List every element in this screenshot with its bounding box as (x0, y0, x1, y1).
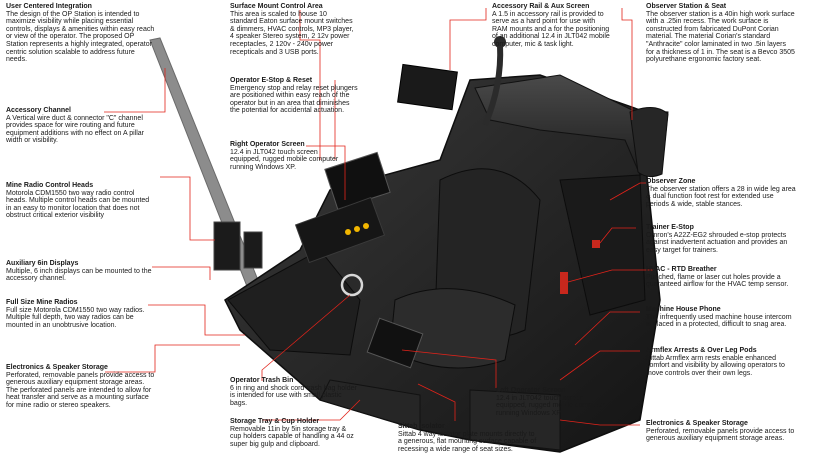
annotation-body: Emergency stop and relay reset plungers … (230, 84, 358, 115)
annotation-trainer-estop: Trainer E-Stop Omron's A22Z-EG2 shrouded… (646, 224, 796, 254)
annotation-title: Accessory Channel (6, 107, 71, 114)
annotation-body: 12.4 in JLT042 touch screen equipped, ru… (496, 394, 605, 417)
annotation-title: Surface Mount Control Area (230, 3, 323, 10)
annotation-body: Perforated, removable panels provide acc… (6, 371, 155, 409)
annotation-aux-displays: Auxiliary 6in Displays Multiple, 6 inch … (6, 260, 156, 283)
annotation-title: Trainer E-Stop (646, 224, 694, 231)
trainer-estop-shape (592, 240, 600, 248)
annotation-title: Sittab Isolator (398, 423, 445, 430)
annotation-user-centered: User Centered Integration The design of … (6, 3, 156, 64)
annotation-title: Armflex Arrests & Over Leg Pods (646, 347, 757, 354)
annotation-title: Electronics & Speaker Storage (646, 420, 748, 427)
annotation-body: Punched, flame or laser cut holes provid… (646, 273, 789, 289)
annotation-surface-mount: Surface Mount Control Area This area is … (230, 3, 356, 56)
annotation-left-screen: Left Operator Screen 12.4 in JLT042 touc… (496, 387, 614, 417)
yellow-button (354, 226, 360, 232)
annotation-title: User Centered Integration (6, 3, 92, 10)
annotation-armflex: Armflex Arrests & Over Leg Pods Sittab A… (646, 347, 796, 377)
annotation-title: Operator Trash Bin (230, 377, 294, 384)
annotation-body: The infrequently used machine house inte… (646, 313, 792, 329)
left-console-panel (294, 196, 386, 264)
yellow-button (345, 229, 351, 235)
annotation-body: Removable 11in by 5in storage tray & cup… (230, 425, 354, 448)
annotation-title: Right Operator Screen (230, 141, 305, 148)
accessory-rail (482, 44, 504, 127)
annotation-accessory-rail: Accessory Rail & Aux Screen A 1.5 in acc… (492, 3, 610, 49)
perforated-panel (319, 379, 421, 431)
annotation-title: Machine House Phone (646, 306, 721, 313)
annotation-electronics-left: Electronics & Speaker Storage Perforated… (6, 364, 156, 410)
annotation-storage-tray: Storage Tray & Cup Holder Removable 11in… (230, 418, 358, 448)
annotation-title: Auxiliary 6in Displays (6, 260, 79, 267)
annotation-sittab-isolator: Sittab Isolator Sittab 4 way isolator pl… (398, 423, 538, 453)
left-console (227, 249, 361, 356)
rail-cap (494, 36, 506, 48)
annotation-title: Storage Tray & Cup Holder (230, 418, 320, 425)
annotation-title: Electronics & Speaker Storage (6, 364, 108, 371)
annotation-title: Observer Zone (646, 178, 696, 185)
annotation-hvac: HVAC - RTD Breather Punched, flame or la… (646, 266, 796, 289)
radio-head-shape (243, 231, 263, 269)
annotation-mine-radio-heads: Mine Radio Control Heads Motorola CDM155… (6, 182, 156, 220)
annotation-body: A 1.5 in accessory rail is provided to s… (492, 10, 610, 48)
trash-bin-ring (340, 273, 364, 297)
annotation-trash-bin: Operator Trash Bin 6 in ring and shock c… (230, 377, 358, 407)
annotation-full-size-radios: Full Size Mine Radios Full size Motorola… (6, 299, 150, 329)
annotation-accessory-channel: Accessory Channel A Vertical wire duct &… (6, 107, 158, 145)
left-screen-shape (366, 317, 424, 369)
radio-head-shape (213, 221, 241, 271)
annotation-title: Left Operator Screen (496, 387, 566, 394)
annotation-machine-phone: Machine House Phone The infrequently use… (646, 306, 796, 329)
annotation-body: Multiple, 6 inch displays can be mounted… (6, 267, 152, 283)
annotation-operator-estop: Operator E-Stop & Reset Emergency stop a… (230, 77, 358, 115)
annotation-right-screen: Right Operator Screen 12.4 in JLT042 tou… (230, 141, 348, 171)
yellow-button (363, 223, 369, 229)
annotation-body: The observer station is a 40in high work… (646, 10, 795, 64)
observer-zone-panel (559, 174, 646, 316)
hvac-breather-shape (560, 272, 568, 294)
annotation-electronics-right: Electronics & Speaker Storage Perforated… (646, 420, 796, 443)
annotation-title: Full Size Mine Radios (6, 299, 78, 306)
annotation-observer-zone: Observer Zone The observer station offer… (646, 178, 796, 208)
leader-lines (104, 8, 654, 426)
annotation-title: Observer Station & Seat (646, 3, 727, 10)
annotation-observer-station: Observer Station & Seat The observer sta… (646, 3, 796, 64)
annotation-body: Full size Motorola CDM1550 two way radio… (6, 306, 145, 329)
annotation-body: The observer station offers a 28 in wide… (646, 185, 796, 208)
seat-cushion (389, 288, 516, 369)
annotation-title: Operator E-Stop & Reset (230, 77, 313, 84)
annotation-body: Sittab Armflex arm rests enable enhanced… (646, 354, 785, 377)
observer-seat (629, 107, 669, 178)
annotation-body: Omron's A22Z-EG2 shrouded e-stop protect… (646, 231, 788, 254)
annotation-body: The design of the OP Station is intended… (6, 10, 155, 64)
annotation-body: Sittab 4 way isolator plate mounts direc… (398, 430, 537, 453)
annotation-body: This area is scaled to house 10 standard… (230, 10, 354, 56)
annotation-title: Mine Radio Control Heads (6, 182, 94, 189)
annotation-title: Accessory Rail & Aux Screen (492, 3, 590, 10)
annotation-body: A Vertical wire duct & connector "C" cha… (6, 114, 145, 145)
annotation-body: 6 in ring and shock cord trash bag holde… (230, 384, 357, 407)
aux-screen-shape (397, 63, 458, 111)
perforated-panel (469, 389, 561, 451)
annotation-body: 12.4 in JLT042 touch screen equipped, ru… (230, 148, 339, 171)
annotation-body: Motorola CDM1550 two way radio control h… (6, 189, 150, 220)
annotation-title: HVAC - RTD Breather (646, 266, 717, 273)
annotation-body: Perforated, removable panels provide acc… (646, 427, 795, 443)
